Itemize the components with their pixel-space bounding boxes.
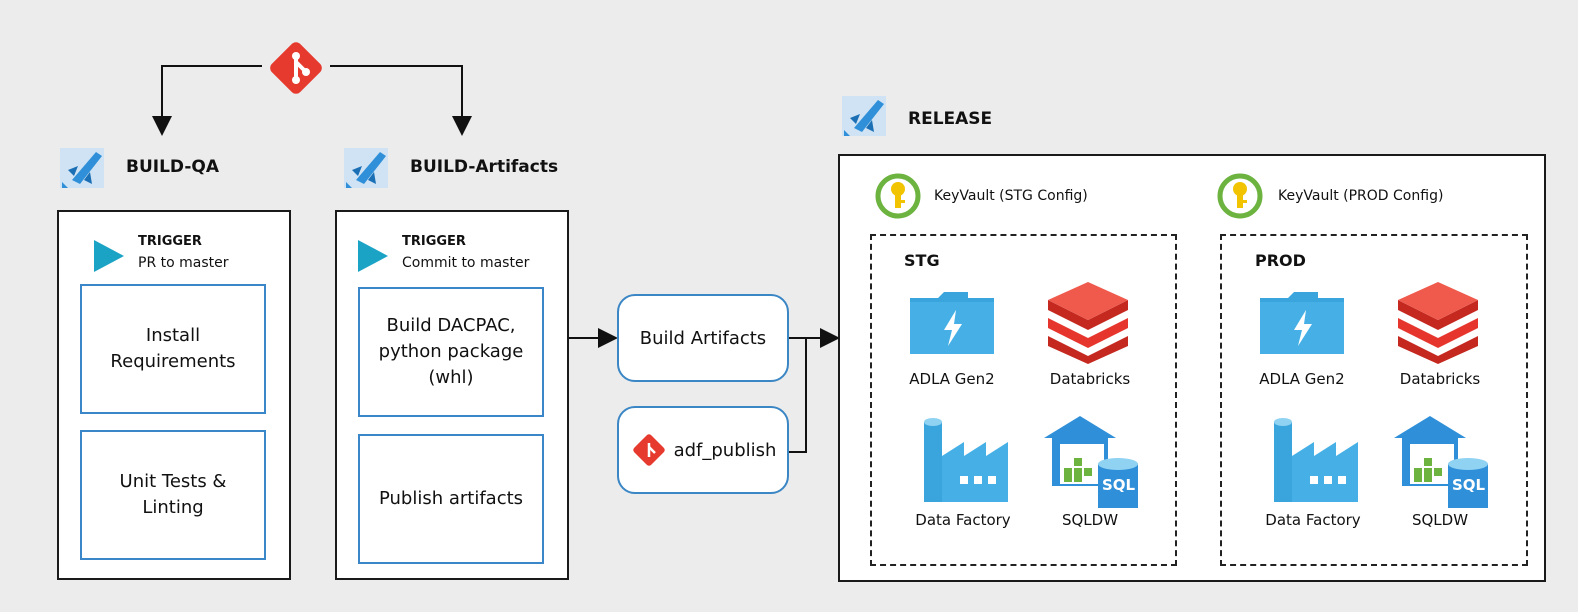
sql-data-warehouse-icon: SQL: [1042, 414, 1138, 510]
build-artifacts-node: Build Artifacts: [617, 294, 789, 382]
build-artifacts-trigger-title: TRIGGER: [402, 234, 466, 249]
stg-adla-label: ADLA Gen2: [909, 370, 995, 388]
unit-tests-step: Unit Tests & Linting: [80, 430, 266, 560]
databricks-icon: [1396, 280, 1480, 364]
stg-keyvault-label: KeyVault (STG Config): [934, 188, 1088, 204]
build-qa-title: BUILD-QA: [126, 157, 220, 177]
stg-data-factory-label: Data Factory: [915, 511, 1011, 529]
build-dacpac-step: Build DACPAC, python package (whl): [358, 287, 544, 417]
data-lake-storage-icon: [1258, 290, 1346, 356]
build-artifacts-trigger-sub: Commit to master: [402, 255, 530, 271]
stg-label: STG: [904, 251, 940, 270]
build-qa-trigger-sub: PR to master: [138, 255, 229, 271]
azure-pipelines-icon: [838, 92, 894, 142]
build-qa-trigger-title: TRIGGER: [138, 234, 202, 249]
git-icon: [629, 430, 669, 470]
build-artifacts-title: BUILD-Artifacts: [410, 157, 559, 177]
stg-environment: [870, 234, 1177, 566]
prod-adla-label: ADLA Gen2: [1259, 370, 1345, 388]
adf-publish-node: adf_publish: [617, 406, 789, 494]
prod-environment: [1220, 234, 1528, 566]
trigger-icon: [356, 238, 390, 274]
prod-keyvault-label: KeyVault (PROD Config): [1278, 188, 1444, 204]
release-title: RELEASE: [908, 109, 993, 129]
azure-pipelines-icon: [56, 146, 112, 192]
git-icon: [262, 34, 330, 102]
sql-data-warehouse-icon: SQL: [1392, 414, 1488, 510]
data-factory-icon: [920, 416, 1010, 502]
sql-text: SQL: [1102, 476, 1136, 494]
stg-databricks-label: Databricks: [1049, 370, 1131, 388]
data-factory-icon: [1270, 416, 1360, 502]
trigger-icon: [92, 238, 126, 274]
release-panel: [838, 154, 1546, 582]
git-to-build-artifacts-arrow: [330, 65, 472, 136]
key-vault-icon: [874, 172, 922, 220]
prod-data-factory-label: Data Factory: [1265, 511, 1361, 529]
databricks-icon: [1046, 280, 1130, 364]
prod-sqldw-label: SQLDW: [1411, 511, 1469, 529]
publish-artifacts-step: Publish artifacts: [358, 434, 544, 564]
key-vault-icon: [1216, 172, 1264, 220]
prod-label: PROD: [1255, 251, 1306, 270]
data-lake-storage-icon: [908, 290, 996, 356]
adf-merge-line: [787, 338, 807, 453]
sql-text: SQL: [1452, 476, 1486, 494]
stg-sqldw-label: SQLDW: [1061, 511, 1119, 529]
azure-pipelines-icon: [340, 146, 396, 192]
prod-databricks-label: Databricks: [1399, 370, 1481, 388]
git-to-build-qa-arrow: [152, 65, 262, 136]
install-requirements-step: Install Requirements: [80, 284, 266, 414]
